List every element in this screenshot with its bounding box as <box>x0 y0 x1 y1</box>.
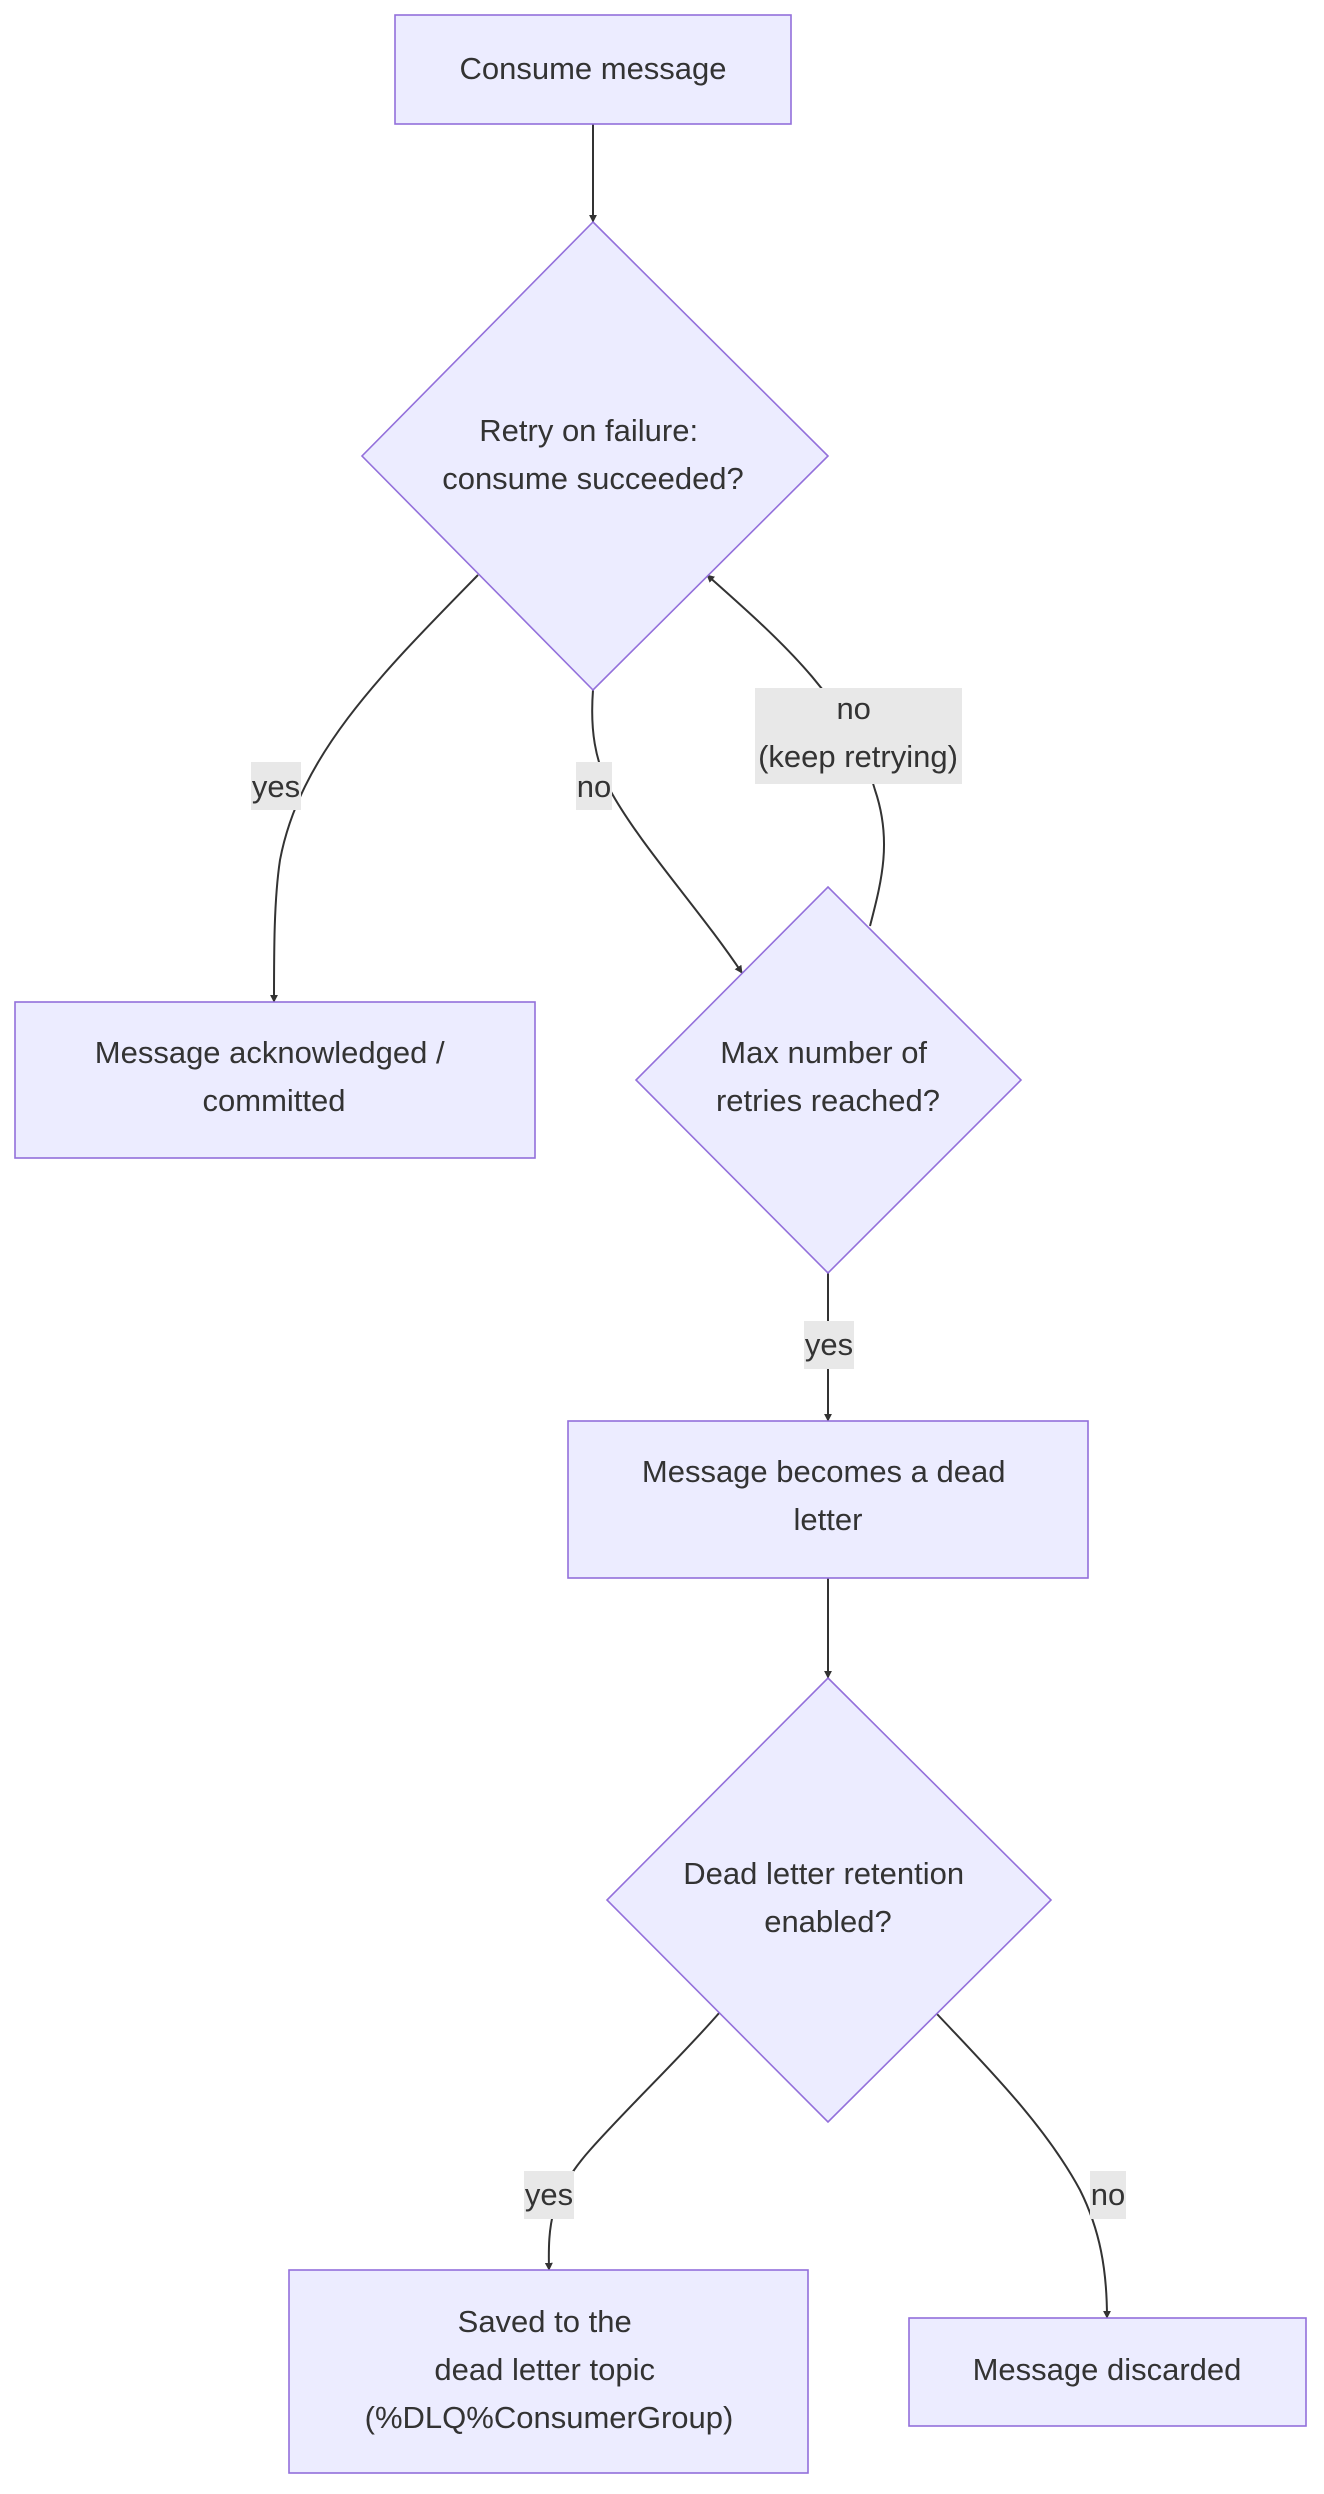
edge-label-retention-no: no <box>1090 2171 1126 2219</box>
node-consume-message-label: Consume message <box>459 51 726 86</box>
node-retry-decision: Retry on failure: consume succeeded? <box>360 220 830 692</box>
node-dead-letter: Message becomes a dead letter <box>567 1420 1089 1579</box>
edge-label-retention-yes: yes <box>524 2171 574 2219</box>
node-saved-dead-letter-topic: Saved to the dead letter topic (%DLQ%Con… <box>288 2269 809 2474</box>
edge-retry-yes <box>270 574 479 1003</box>
svg-text:yes: yes <box>252 769 300 804</box>
svg-text:no: no <box>1091 2177 1125 2212</box>
edge-label-max-yes: yes <box>804 1321 854 1369</box>
node-message-acknowledged: Message acknowledged / committed <box>14 1001 536 1159</box>
node-max-retries: Max number of retries reached? <box>634 885 1023 1275</box>
node-saved-dead-letter-topic-label: Saved to the dead letter topic (%DLQ%Con… <box>365 2304 734 2435</box>
node-dead-letter-label: Message becomes a dead letter <box>642 1454 1014 1537</box>
node-max-retries-label: Max number of retries reached? <box>716 1035 940 1118</box>
edge-label-retry-yes: yes <box>251 762 301 810</box>
node-message-acknowledged-label: Message acknowledged / committed <box>95 1035 453 1118</box>
edge-label-retry-no: no <box>576 762 612 810</box>
edge-label-max-no: no (keep retrying) <box>755 688 962 784</box>
node-retention-decision-label: Dead letter retention enabled? <box>683 1856 973 1939</box>
svg-text:yes: yes <box>525 2177 573 2212</box>
node-message-discarded-label: Message discarded <box>973 2352 1242 2387</box>
edge-retention-no <box>936 2013 1111 2319</box>
svg-text:no: no <box>577 769 611 804</box>
node-consume-message: Consume message <box>394 14 792 125</box>
node-retry-decision-label: Retry on failure: consume succeeded? <box>442 413 744 496</box>
svg-text:yes: yes <box>805 1327 853 1362</box>
svg-text:no (keep retrying): no (keep retrying) <box>758 691 958 774</box>
edge-retry-no <box>591 689 743 974</box>
node-message-discarded: Message discarded <box>908 2317 1307 2427</box>
edge-retention-yes <box>544 2011 721 2271</box>
node-retention-decision: Dead letter retention enabled? <box>605 1676 1053 2124</box>
